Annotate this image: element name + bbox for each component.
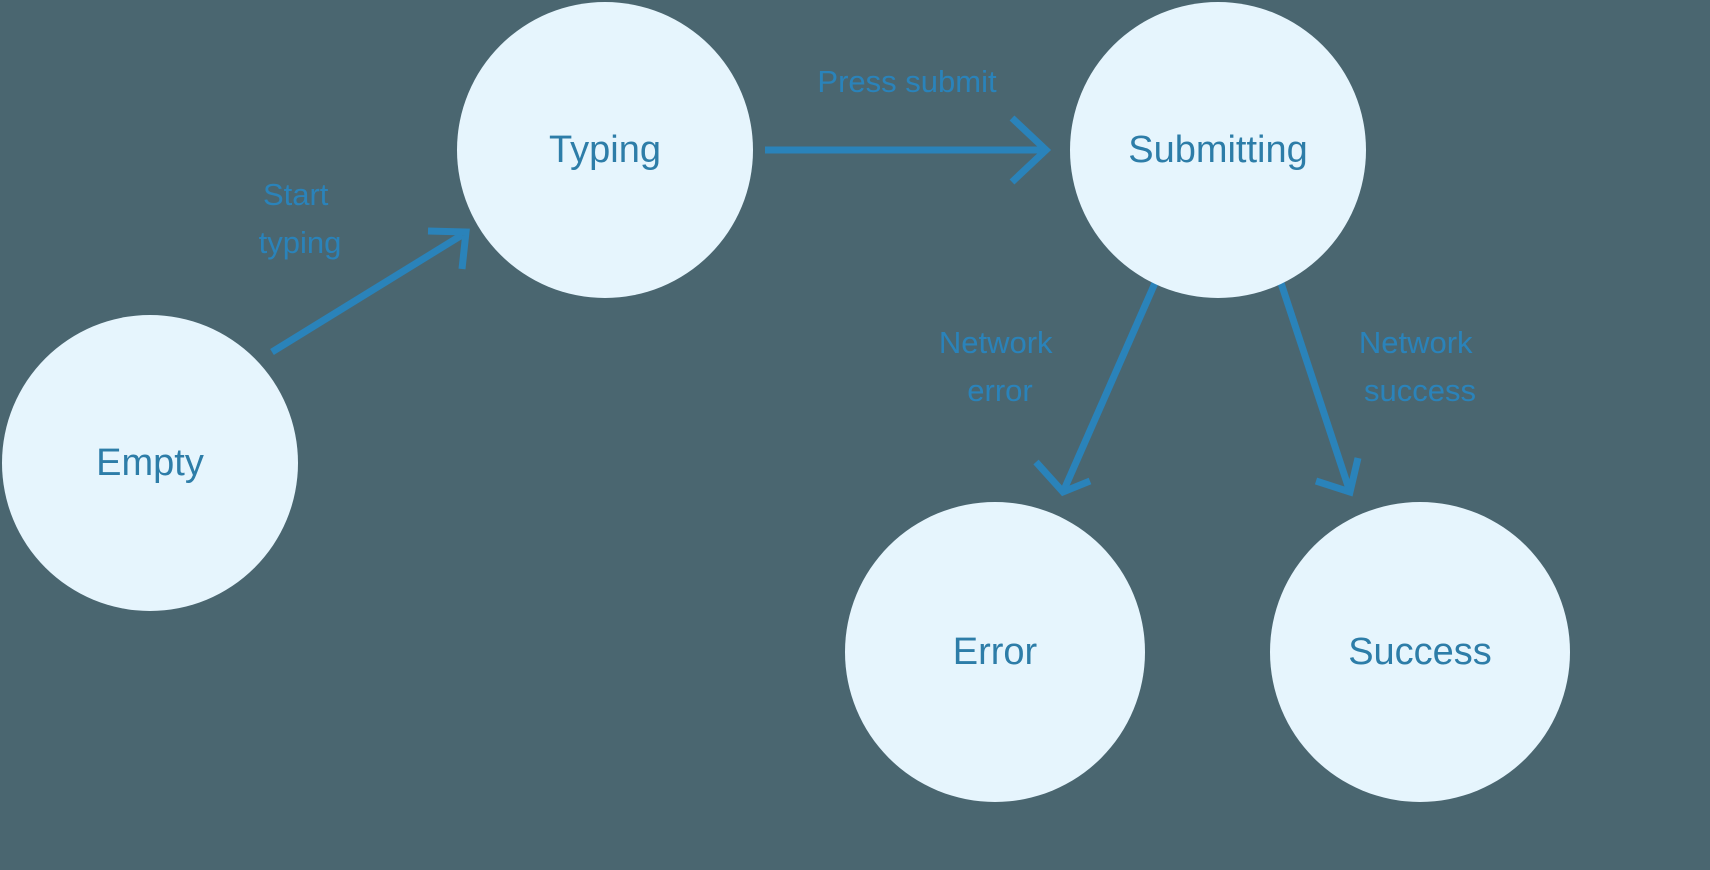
edge-label-line: error — [967, 373, 1032, 408]
edge-label-line: Network — [939, 325, 1053, 360]
arrow-head-typing-to-submitting — [1009, 115, 1052, 185]
edge-submitting-to-error — [1033, 281, 1159, 497]
arrow-head-submitting-to-success — [1314, 457, 1362, 497]
edge-empty-to-typing — [270, 227, 470, 355]
nodes-layer: Empty Typing Submitting Error Success — [2, 2, 1570, 802]
node-typing[interactable]: Typing — [457, 2, 753, 298]
node-label-success: Success — [1348, 631, 1492, 673]
edge-typing-to-submitting — [765, 115, 1052, 185]
edge-label-line: Press submit — [817, 64, 997, 99]
node-circle-empty[interactable] — [2, 315, 298, 611]
node-label-error: Error — [953, 631, 1038, 673]
edge-line-submitting-to-error — [1059, 281, 1159, 494]
node-circle-success[interactable] — [1270, 502, 1570, 802]
node-circle-error[interactable] — [845, 502, 1145, 802]
edge-label-network-success: Network success — [1359, 325, 1481, 408]
node-empty[interactable]: Empty — [2, 315, 298, 611]
edge-label-press-submit: Press submit — [817, 64, 997, 99]
edge-label-network-error: Network error — [939, 325, 1061, 408]
node-label-submitting: Submitting — [1128, 129, 1308, 171]
arrow-head-empty-to-typing — [427, 227, 470, 270]
node-success[interactable]: Success — [1270, 502, 1570, 802]
edges-layer — [270, 115, 1362, 497]
node-error[interactable]: Error — [845, 502, 1145, 802]
node-label-empty: Empty — [96, 442, 204, 484]
node-circle-typing[interactable] — [457, 2, 753, 298]
node-circle-submitting[interactable] — [1070, 2, 1366, 298]
edge-submitting-to-success — [1277, 281, 1362, 497]
node-submitting[interactable]: Submitting — [1070, 2, 1366, 298]
node-label-typing: Typing — [549, 129, 661, 171]
edge-label-line: success — [1364, 373, 1476, 408]
edge-label-line: Network — [1359, 325, 1473, 360]
edge-label-line: typing — [259, 225, 342, 260]
edge-label-line: Start — [263, 177, 329, 212]
edge-labels-layer: Start typing Press submit Network error … — [259, 64, 1481, 408]
edge-label-start-typing: Start typing — [259, 177, 342, 260]
edge-line-empty-to-typing — [270, 232, 464, 355]
arrow-head-submitting-to-error — [1033, 459, 1092, 497]
edge-line-submitting-to-success — [1277, 281, 1354, 494]
